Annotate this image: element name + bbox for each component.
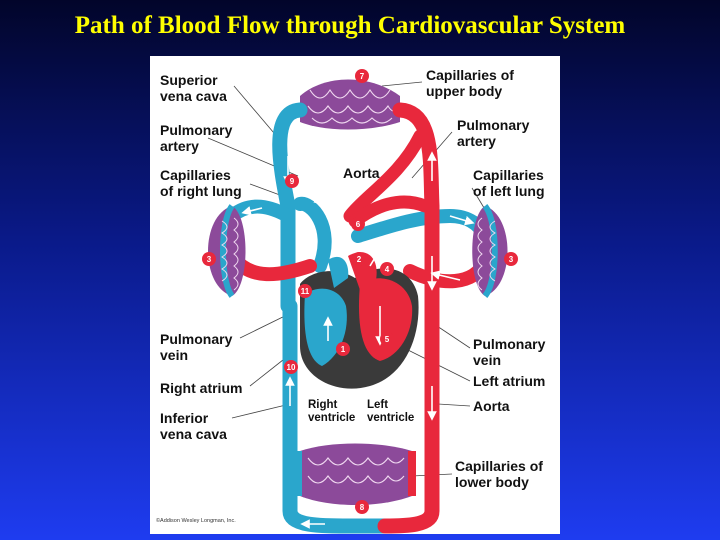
step-marker-3-right-lung: 3 — [202, 252, 216, 266]
label-left-atrium: Left atrium — [473, 373, 546, 389]
step-markers: 7 9 6 3 3 2 4 11 5 1 10 8 — [202, 69, 518, 514]
step-marker-6: 6 — [351, 217, 365, 231]
svg-text:6: 6 — [356, 220, 361, 229]
svg-text:3: 3 — [509, 255, 514, 264]
capillaries-upper-body-art — [300, 79, 400, 130]
step-marker-3-left-lung: 3 — [504, 252, 518, 266]
label-right-atrium: Right atrium — [160, 380, 243, 396]
flow-arrows — [241, 151, 475, 529]
copyright-notice: ©Addison Wesley Longman, Inc. — [156, 518, 236, 524]
heart-art — [300, 252, 419, 389]
svg-text:2: 2 — [357, 255, 362, 264]
svg-text:8: 8 — [360, 503, 365, 512]
step-marker-11: 11 — [298, 284, 312, 298]
svg-text:4: 4 — [385, 265, 390, 274]
step-marker-7: 7 — [355, 69, 369, 83]
step-marker-5: 5 — [380, 332, 394, 346]
svg-text:10: 10 — [287, 363, 296, 372]
label-aorta-bottom: Aorta — [473, 398, 510, 414]
step-marker-2: 2 — [352, 252, 366, 266]
step-marker-1: 1 — [336, 342, 350, 356]
svg-text:9: 9 — [290, 177, 295, 186]
label-aorta-top: Aorta — [343, 165, 380, 181]
svg-text:5: 5 — [385, 335, 390, 344]
step-marker-4: 4 — [380, 262, 394, 276]
capillaries-right-lung-art — [208, 204, 246, 298]
circulation-artwork: 7 9 6 3 3 2 4 11 5 1 10 8 — [202, 69, 518, 534]
step-marker-8: 8 — [355, 500, 369, 514]
step-marker-9: 9 — [285, 174, 299, 188]
svg-text:1: 1 — [341, 345, 346, 354]
svg-text:7: 7 — [360, 72, 365, 81]
svg-text:11: 11 — [301, 287, 310, 296]
slide-title: Path of Blood Flow through Cardiovascula… — [74, 12, 626, 39]
step-marker-10: 10 — [284, 360, 298, 374]
svg-text:3: 3 — [207, 255, 212, 264]
capillaries-left-lung-art — [472, 204, 508, 298]
capillaries-lower-body-art — [294, 443, 416, 505]
